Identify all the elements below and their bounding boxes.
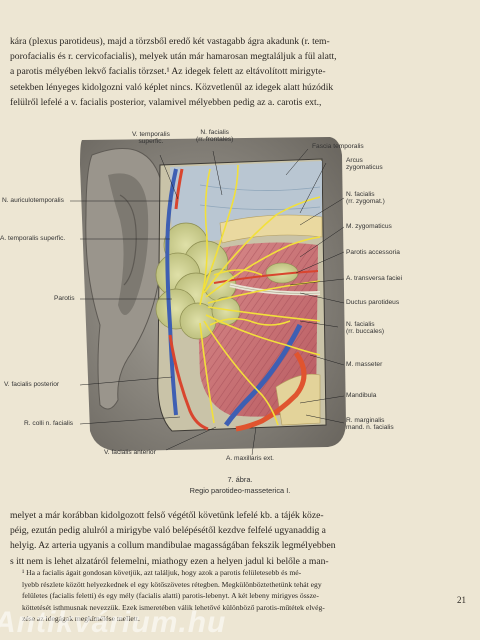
label-n-facialis-frontales: N. facialis (rr. frontales) bbox=[196, 129, 234, 144]
label-v-temporalis: V. temporalis superfic. bbox=[132, 131, 170, 146]
figure-caption: Regio parotideo-masseterica I. bbox=[189, 486, 291, 495]
page-number: 21 bbox=[457, 595, 466, 605]
text-line: melyet a már korábban kidolgozott felső … bbox=[10, 510, 324, 521]
facial-nerve-branches bbox=[199, 164, 321, 426]
anatomy-illustration bbox=[70, 137, 346, 456]
footnote-line: lyebb részlete között helyezkednek el eg… bbox=[22, 579, 322, 589]
text-line: kára (plexus parotideus), majd a törzsbő… bbox=[10, 36, 330, 47]
footnote-line: köttetését isthmusnak nevezzük. Ezek ism… bbox=[22, 602, 325, 612]
label-parotis: Parotis bbox=[54, 295, 75, 302]
label-v-facialis-anterior: V. facialis anterior bbox=[104, 449, 156, 456]
label-n-facialis-buccales: N. facialis (rr. buccales) bbox=[346, 321, 385, 336]
text-line: porofacialis és r. cervicofacialis), mel… bbox=[10, 51, 337, 63]
label-n-auriculotemporalis: N. auriculotemporalis bbox=[2, 197, 64, 204]
label-m-masseter: M. masseter bbox=[346, 361, 383, 368]
footnote-line: zése az idegágak megkímélése mellett. bbox=[22, 614, 140, 624]
footnote: ¹ Ha a facialis ágait gondosan követjük,… bbox=[22, 567, 467, 625]
figure-number: 7. ábra. bbox=[227, 475, 253, 484]
label-leader-lines bbox=[70, 148, 345, 456]
label-m-zygomaticus: M. zygomaticus bbox=[346, 223, 392, 230]
label-a-temporalis: A. temporalis superfic. bbox=[0, 235, 66, 242]
label-a-transversa-faciei: A. transversa faciei bbox=[346, 275, 403, 282]
label-ductus-parotideus: Ductus parotideus bbox=[346, 299, 400, 306]
text-line: a parotis mélyében lekvő facialis törzse… bbox=[10, 66, 326, 78]
watermark: Antikvárium.hu bbox=[0, 606, 227, 639]
label-a-maxillaris: A. maxillaris ext. bbox=[226, 455, 274, 462]
bottom-paragraph: melyet a már korábban kidolgozott felső … bbox=[10, 508, 472, 569]
label-n-facialis-zygomat: N. facialis (rr. zygomat.) bbox=[346, 191, 385, 206]
footnote-line: ¹ Ha a facialis ágait gondosan követjük,… bbox=[22, 568, 302, 577]
text-line: péig, ezután pedig alulról a mirigybe va… bbox=[10, 525, 326, 537]
label-arcus-zygomaticus: Arcus zygomaticus bbox=[346, 157, 383, 172]
label-r-marginalis: R. marginalis mand. n. facialis bbox=[346, 417, 394, 432]
label-fascia-temporalis: Fascia temporalis bbox=[312, 143, 364, 150]
footnote-line: felületes (facialis feletti) és egy mély… bbox=[22, 591, 319, 601]
label-mandibula: Mandibula bbox=[346, 392, 377, 399]
text-line: helyig. Az arteria ugyanis a collum mand… bbox=[10, 540, 336, 552]
text-line: setekben lényeges kidolgozni való képlet… bbox=[10, 81, 334, 93]
text-line: felülről lefelé a v. facialis posterior,… bbox=[10, 96, 322, 108]
label-r-colli: R. colli n. facialis bbox=[24, 420, 74, 427]
label-v-facialis-posterior: V. facialis posterior bbox=[4, 381, 60, 388]
label-parotis-accessoria: Parotis accessoria bbox=[346, 249, 400, 256]
text-line: s itt nem is lehet alzatáról felemelni, … bbox=[10, 555, 329, 567]
anatomy-figure: V. temporalis superfic. N. facialis (rr.… bbox=[0, 125, 480, 475]
top-paragraph: kára (plexus parotideus), majd a törzsbő… bbox=[10, 34, 472, 110]
